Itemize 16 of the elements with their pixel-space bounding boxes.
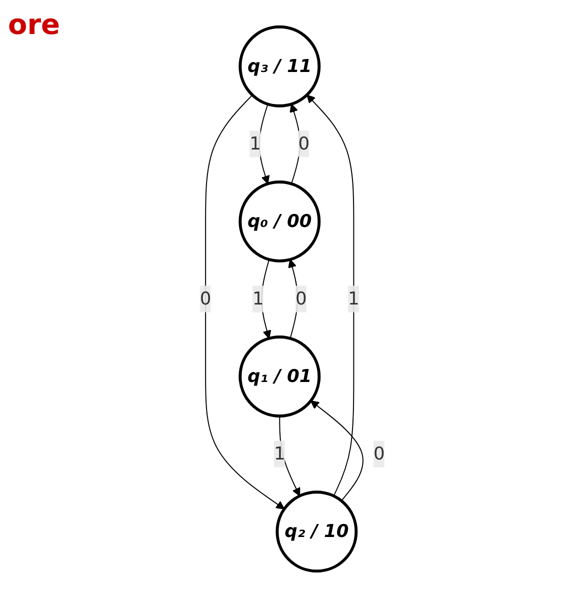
arrow (204, 94, 284, 509)
edge-label: 0 (295, 288, 306, 309)
edge-label: 1 (348, 288, 360, 309)
node-circle: q₃ / 11 (238, 24, 320, 107)
arrow (306, 94, 354, 496)
edge-label: 1 (252, 288, 264, 309)
node-circle: q₂ / 10 (275, 490, 358, 572)
edge-label: 0 (298, 133, 310, 154)
node-circle: q₁ / 01 (238, 335, 320, 417)
edge-label: 0 (373, 443, 384, 464)
edge-label: 1 (274, 443, 285, 464)
heading-fragment: ore (8, 8, 60, 41)
edge-label: 1 (249, 133, 261, 154)
arrow (310, 400, 364, 501)
edge-label: 0 (200, 288, 211, 309)
node-circle: q₀ / 00 (238, 180, 320, 262)
